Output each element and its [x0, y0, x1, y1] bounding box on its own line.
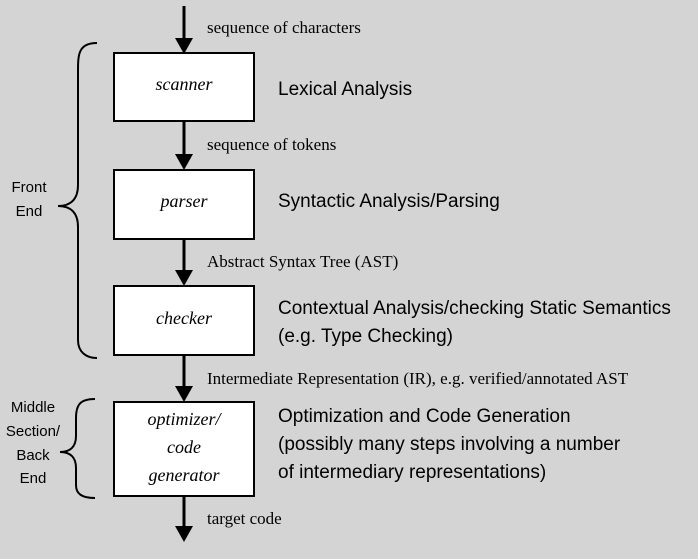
arrow-label-tokens: sequence of tokens	[207, 135, 336, 154]
parser-box	[113, 169, 255, 240]
desc-checker-line2: (e.g. Type Checking)	[278, 326, 453, 347]
back-end-label-line1: Middle	[11, 399, 55, 416]
checker-box	[113, 285, 255, 356]
front-end-label-line1: Front	[11, 179, 47, 196]
back-end-label-line3: Back	[16, 447, 50, 464]
arrow-label-ir: Intermediate Representation (IR), e.g. v…	[207, 369, 629, 388]
arrow-input-head	[175, 38, 193, 54]
desc-optimizer-line1: Optimization and Code Generation	[278, 406, 571, 427]
back-end-brace	[59, 398, 96, 499]
optimizer-box	[113, 401, 255, 497]
back-end-label-line4: End	[20, 470, 47, 487]
parser-label: parser	[158, 191, 208, 211]
scanner-box	[113, 52, 255, 122]
back-end-label-line2: Section/	[6, 423, 61, 440]
optimizer-label-line3: generator	[149, 465, 221, 485]
optimizer-label-line1: optimizer/	[147, 409, 222, 429]
arrow-label-input: sequence of characters	[207, 18, 361, 37]
desc-optimizer-line3: of intermediary representations)	[278, 462, 546, 483]
arrow-label-output: target code	[207, 509, 282, 528]
front-end-brace	[57, 42, 98, 359]
desc-parser: Syntactic Analysis/Parsing	[278, 191, 500, 212]
desc-checker-line1: Contextual Analysis/checking Static Sema…	[278, 298, 671, 319]
optimizer-label-line2: code	[167, 437, 201, 457]
arrow-tokens-head	[175, 154, 193, 170]
desc-scanner: Lexical Analysis	[278, 79, 412, 100]
checker-label: checker	[156, 308, 213, 328]
arrow-output-head	[175, 526, 193, 542]
arrow-ast-head	[175, 270, 193, 286]
arrow-label-ast: Abstract Syntax Tree (AST)	[207, 252, 398, 271]
scanner-label: scanner	[156, 74, 214, 94]
arrow-ir-head	[175, 386, 193, 402]
desc-optimizer-line2: (possibly many steps involving a number	[278, 434, 621, 455]
front-end-label-line2: End	[16, 203, 43, 220]
